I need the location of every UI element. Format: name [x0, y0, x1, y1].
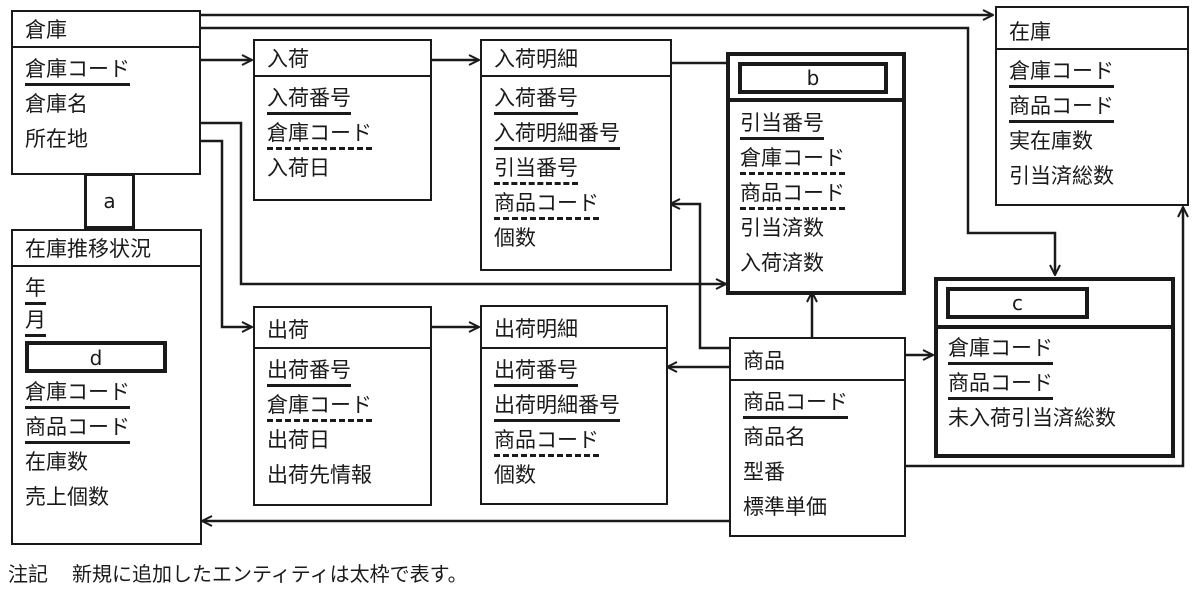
attribute: 入荷日 — [267, 156, 330, 180]
entity-title: 商品 — [731, 339, 904, 381]
attribute-foreign-key: 引当番号 — [494, 153, 670, 188]
attribute: 実在庫数 — [1009, 129, 1093, 153]
note-label: 注記 — [8, 562, 48, 586]
entity-zaiko-suii: 在庫推移状況 年 月 d 倉庫コード 商品コード 在庫数 売上個数 — [11, 229, 202, 545]
line-souko-c — [200, 26, 1055, 275]
footnote: 注記新規に追加したエンティティは太枠で表す。 — [8, 560, 468, 588]
attribute: 出荷先情報 — [267, 463, 372, 487]
line-souko-b — [200, 121, 726, 284]
entity-title-area: c — [938, 281, 1171, 329]
blank-d: d — [25, 341, 167, 373]
entity-nyuka: 入荷 入荷番号 倉庫コード 入荷日 — [253, 39, 432, 201]
attribute-primary-key: 倉庫コード — [25, 377, 200, 412]
attribute: 入荷済数 — [740, 251, 824, 275]
entity-title: 倉庫 — [13, 12, 199, 48]
attribute-primary-key: 出荷番号 — [494, 355, 666, 390]
line-souko-shukka — [200, 139, 252, 327]
attribute-primary-key: 年 — [25, 273, 200, 305]
attribute-primary-key: 入荷明細番号 — [494, 118, 670, 153]
attribute-foreign-key: 倉庫コード — [740, 143, 902, 178]
attribute-foreign-key: 倉庫コード — [267, 118, 430, 153]
entity-nyuka-meisai: 入荷明細 入荷番号 入荷明細番号 引当番号 商品コード 個数 — [480, 39, 672, 271]
entity-title: 在庫 — [997, 8, 1187, 50]
attribute-primary-key: 倉庫コード — [948, 333, 1171, 368]
attribute: 未入荷引当済総数 — [948, 406, 1116, 430]
attribute-primary-key: 商品コード — [948, 368, 1171, 403]
entity-souko: 倉庫 倉庫コード 倉庫名 所在地 — [11, 10, 201, 175]
attribute-primary-key: 倉庫コード — [1009, 56, 1187, 91]
line-shohin-zaiko — [904, 207, 1183, 468]
attribute-foreign-key: 商品コード — [494, 425, 666, 460]
entity-title: 入荷明細 — [482, 41, 670, 77]
attribute-primary-key: 出荷番号 — [267, 355, 430, 390]
attribute-primary-key: 商品コード — [743, 387, 904, 422]
attribute-foreign-key: 商品コード — [494, 188, 670, 223]
entity-title: 出荷 — [255, 308, 430, 349]
attribute: 売上個数 — [25, 485, 109, 509]
attribute: 標準単価 — [743, 495, 827, 519]
entity-shohin: 商品 商品コード 商品名 型番 標準単価 — [729, 337, 906, 537]
entity-zaiko: 在庫 倉庫コード 商品コード 実在庫数 引当済総数 — [995, 6, 1189, 206]
blank-label: a — [103, 189, 116, 213]
blank-b: b — [738, 62, 888, 94]
attribute: 引当済数 — [740, 216, 824, 240]
attribute-primary-key: 引当番号 — [740, 108, 902, 143]
attribute-primary-key: 商品コード — [25, 412, 200, 447]
attribute: 所在地 — [25, 127, 88, 151]
attribute: 個数 — [494, 226, 536, 250]
attribute-primary-key: 倉庫コード — [25, 54, 199, 89]
attribute: 商品名 — [743, 425, 806, 449]
note-text: 新規に追加したエンティティは太枠で表す。 — [72, 562, 468, 586]
entity-c: c 倉庫コード 商品コード 未入荷引当済総数 — [934, 277, 1175, 458]
line-shohin-nyukameisai — [670, 204, 732, 350]
attribute: 在庫数 — [25, 450, 88, 474]
entity-shukka: 出荷 出荷番号 倉庫コード 出荷日 出荷先情報 — [253, 306, 432, 506]
relationship-blank-a: a — [84, 173, 135, 229]
entity-title: 入荷 — [255, 41, 430, 77]
entity-b: b 引当番号 倉庫コード 商品コード 引当済数 入荷済数 — [726, 52, 906, 295]
attribute-primary-key: 商品コード — [1009, 91, 1187, 126]
attribute-primary-key: 入荷番号 — [494, 83, 670, 118]
attribute-primary-key: 月 — [25, 305, 200, 339]
entity-title-area: b — [730, 56, 902, 102]
attribute-foreign-key: 商品コード — [740, 178, 902, 213]
blank-c: c — [946, 287, 1089, 319]
attribute-primary-key: 出荷明細番号 — [494, 390, 666, 425]
attribute: 個数 — [494, 463, 536, 487]
attribute-primary-key: 入荷番号 — [267, 83, 430, 118]
attribute: 倉庫名 — [25, 92, 88, 116]
entity-title: 出荷明細 — [482, 307, 666, 349]
attribute-foreign-key: 倉庫コード — [267, 390, 430, 425]
attribute: 型番 — [743, 460, 785, 484]
entity-shukka-meisai: 出荷明細 出荷番号 出荷明細番号 商品コード 個数 — [480, 305, 668, 505]
attribute: 引当済総数 — [1009, 164, 1114, 188]
attribute: 出荷日 — [267, 428, 330, 452]
entity-title: 在庫推移状況 — [13, 231, 200, 267]
